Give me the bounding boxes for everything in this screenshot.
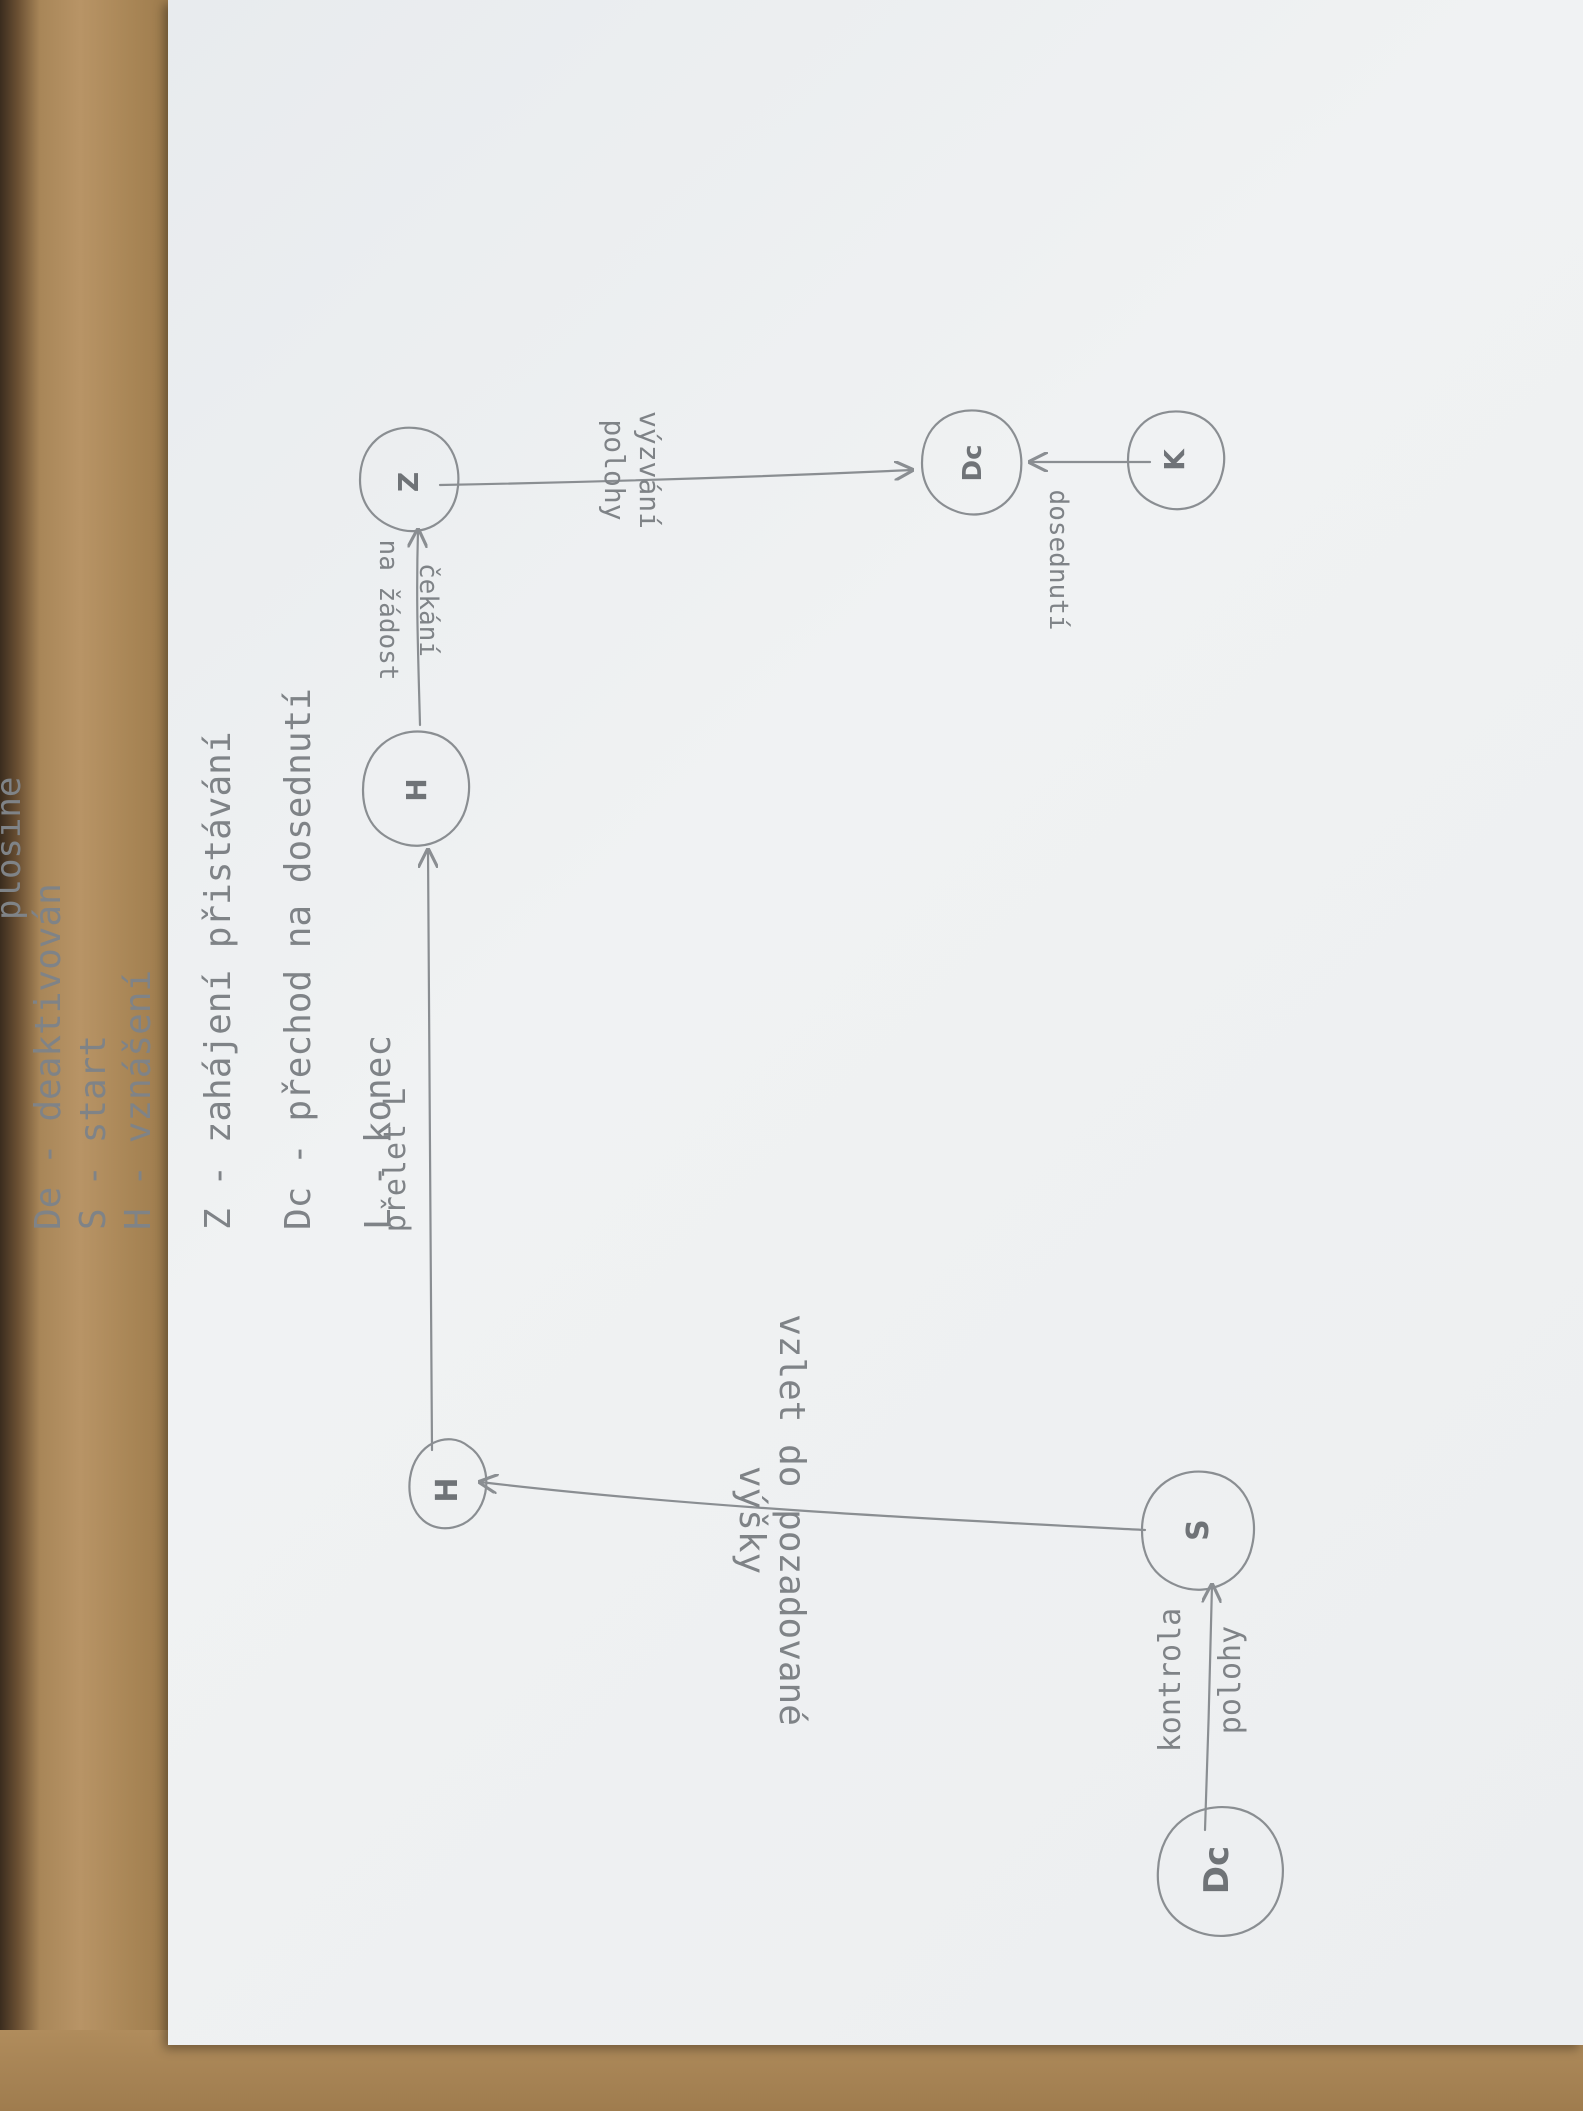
svg-text:výzvání: výzvání <box>633 411 666 529</box>
legend-line-1: De - deaktivován <box>28 883 69 1230</box>
svg-text:K: K <box>1158 448 1191 471</box>
legend-line-4: H - vznášení <box>118 970 159 1230</box>
svg-text:na žádost: na žádost <box>373 540 403 681</box>
edge-h-to-z <box>417 530 420 727</box>
edge-z-to-dc <box>438 470 912 487</box>
legend-line-7: L - konec <box>358 1035 399 1230</box>
legend-line-3: S - start <box>73 1035 114 1230</box>
svg-text:H: H <box>400 778 433 801</box>
svg-text:Dc: Dc <box>1197 1846 1237 1894</box>
legend-line-5: Z - zahájení přistávání <box>198 732 239 1231</box>
legend: De - deaktivován plošině S - start H - v… <box>0 688 399 1230</box>
svg-text:výšky: výšky <box>731 1466 772 1574</box>
svg-text:H: H <box>430 1477 465 1502</box>
svg-text:kontrola: kontrola <box>1153 1608 1188 1753</box>
paper-sheet <box>168 0 1583 2045</box>
svg-text:Z: Z <box>392 472 425 492</box>
label-z-to-dc: výzvání polohy <box>598 411 666 529</box>
node-s: S <box>1140 1470 1256 1591</box>
svg-text:čekání: čekání <box>413 563 443 657</box>
node-h-left: H <box>408 1438 488 1530</box>
svg-text:dosednutí: dosednutí <box>1043 490 1073 631</box>
svg-text:Dc: Dc <box>958 445 988 482</box>
label-h-to-z: čekání na žádost <box>373 540 443 681</box>
node-dc-right: Dc <box>920 409 1023 516</box>
edge-s-to-h <box>480 1482 1147 1532</box>
node-k: K <box>1126 410 1226 511</box>
node-h-top: H <box>361 730 471 847</box>
svg-text:vzlet do pozadované: vzlet do pozadované <box>771 1314 812 1726</box>
edge-h-to-h <box>428 850 432 1452</box>
svg-text:S: S <box>1181 1519 1216 1541</box>
svg-text:polohy: polohy <box>1213 1626 1248 1734</box>
node-z: Z <box>358 426 460 533</box>
label-dc-to-s: kontrola polohy <box>1153 1608 1248 1753</box>
label-h-to-h: přelet L <box>378 1088 413 1233</box>
node-dc-bottom: Dc <box>1156 1806 1284 1937</box>
label-dc-to-k: dosednutí <box>1043 490 1073 631</box>
desk-surface <box>0 0 175 2111</box>
label-s-to-h: vzlet do pozadované výšky <box>731 1314 812 1726</box>
svg-text:přelet L: přelet L <box>378 1088 413 1233</box>
edge-dc-to-s <box>1205 1585 1212 1832</box>
legend-line-2: plošině <box>0 777 29 920</box>
legend-line-6: Dc - přechod na dosednutí <box>278 688 319 1230</box>
svg-text:polohy: polohy <box>598 419 631 520</box>
